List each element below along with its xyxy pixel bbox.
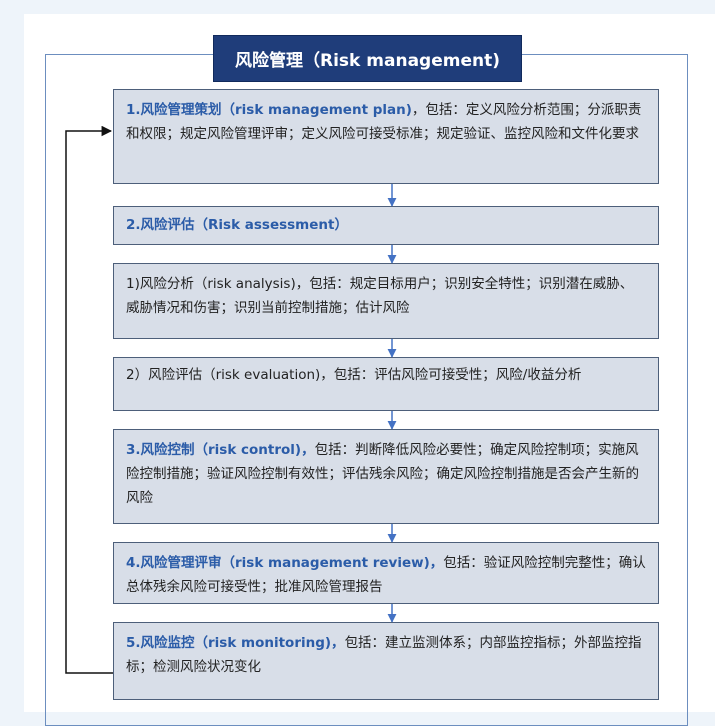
step-4-risk-management-review: 4.风险管理评审（risk management review)，包括：验证风险… <box>113 542 659 604</box>
step-3-risk-control: 3.风险控制（risk control)，包括：判断降低风险必要性；确定风险控制… <box>113 429 659 524</box>
step-2b-risk-evaluation: 2）风险评估（risk evaluation)，包括：评估风险可接受性；风险/收… <box>113 357 659 411</box>
step-1-lead: 1.风险管理策划（risk management plan) <box>126 102 412 118</box>
step-1-body: ，包括：定义风险分析范围；分派职责和权限；规定风险管理评审；定义风险可接受标准；… <box>126 102 642 142</box>
step-5-body: 包括：建立监测体系；内部监控指标；外部监控指标；检测风险状况变化 <box>126 635 642 675</box>
step-2b-body: 2）风险评估（risk evaluation)，包括：评估风险可接受性；风险/收… <box>126 367 582 383</box>
step-1-risk-management-plan: 1.风险管理策划（risk management plan)，包括：定义风险分析… <box>113 89 659 184</box>
step-3-body: 包括：判断降低风险必要性；确定风险控制项；实施风险控制措施；验证风险控制有效性；… <box>126 442 639 506</box>
step-2a-risk-analysis: 1)风险分析（risk analysis)，包括：规定目标用户；识别安全特性；识… <box>113 263 659 339</box>
step-5-risk-monitoring: 5.风险监控（risk monitoring)，包括：建立监测体系；内部监控指标… <box>113 622 659 700</box>
step-3-lead: 3.风险控制（risk control)， <box>126 442 315 458</box>
step-5-lead: 5.风险监控（risk monitoring)， <box>126 635 345 651</box>
diagram-title: 风险管理（Risk management) <box>213 35 522 82</box>
step-2-lead: 2.风险评估（Risk assessment） <box>126 217 348 233</box>
step-2a-body: 1)风险分析（risk analysis)，包括：规定目标用户；识别安全特性；识… <box>126 276 634 316</box>
step-4-lead: 4.风险管理评审（risk management review)， <box>126 555 444 571</box>
step-4-body: 包括：验证风险控制完整性；确认总体残余风险可接受性；批准风险管理报告 <box>126 555 646 595</box>
step-2-risk-assessment: 2.风险评估（Risk assessment） <box>113 206 659 245</box>
